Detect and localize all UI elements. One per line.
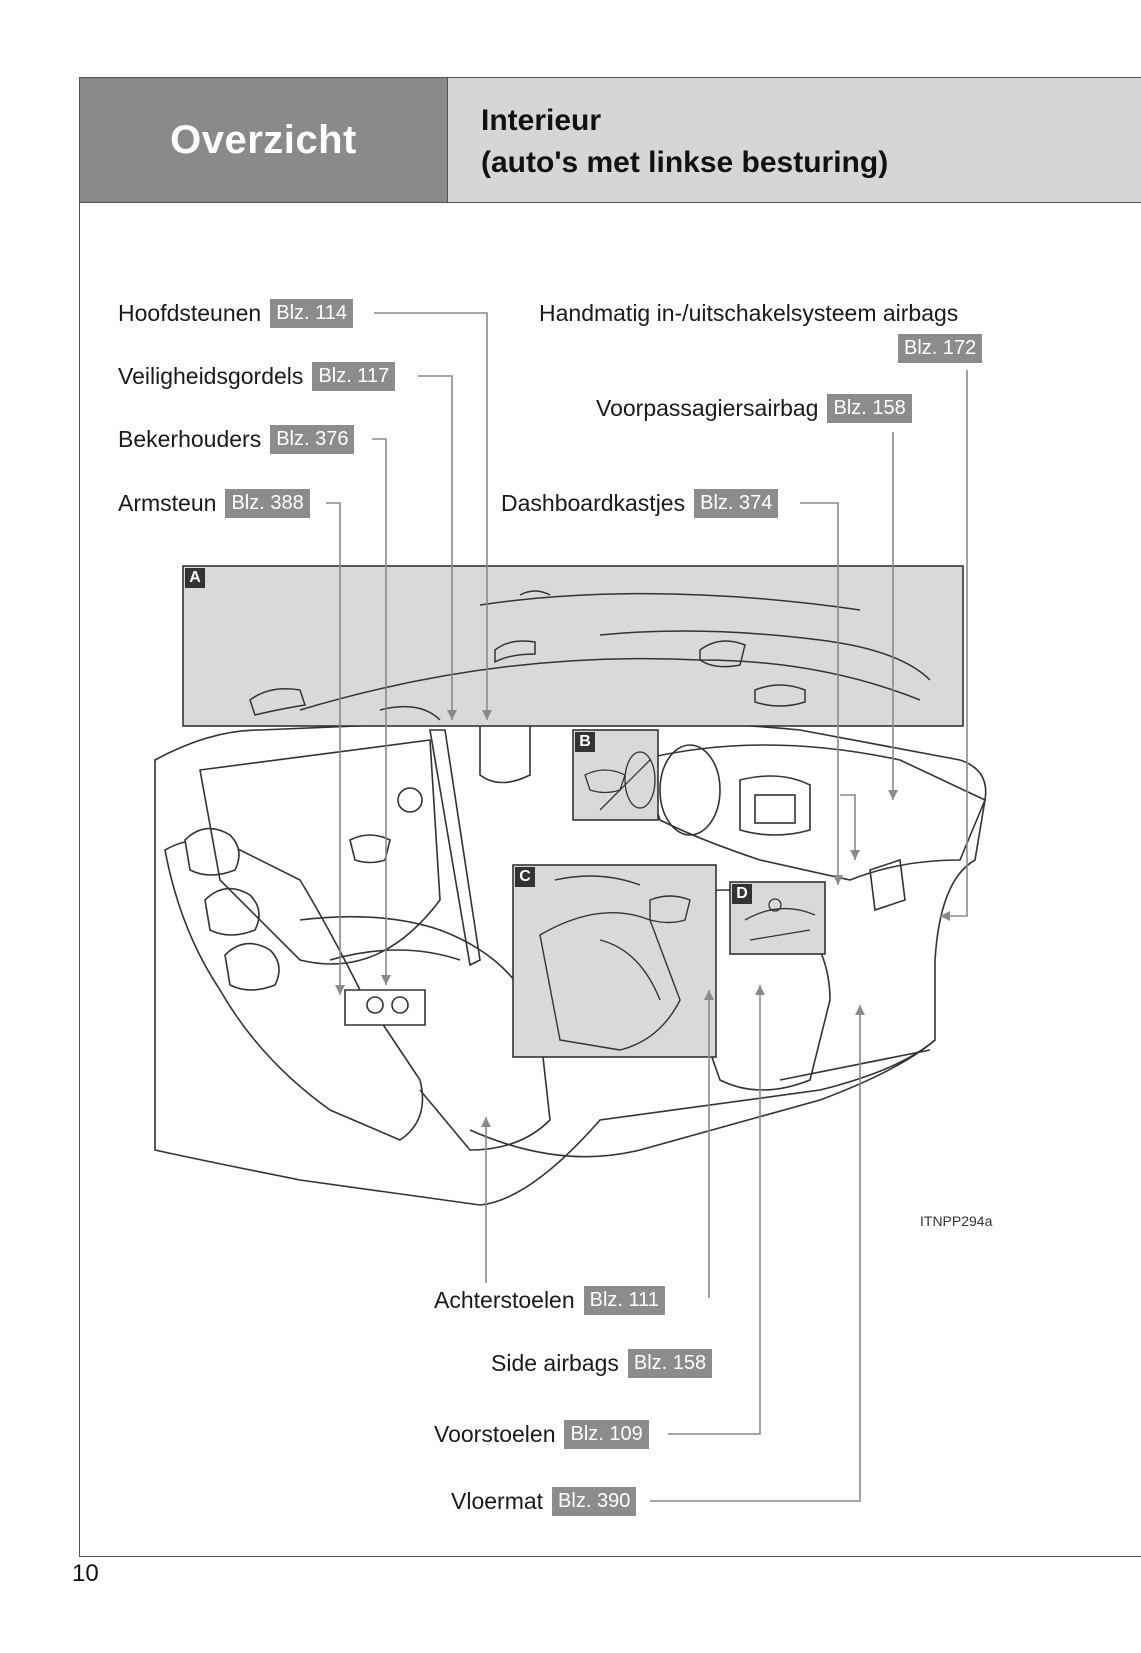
page-ref-badge: Blz. 109 — [564, 1420, 649, 1449]
callout-glove-boxes: Dashboardkastjes Blz. 374 — [501, 489, 779, 518]
figure-code: ITNPP294a — [920, 1213, 993, 1229]
page-ref-badge: Blz. 117 — [312, 362, 396, 391]
callout-label: Voorpassagiersairbag — [596, 395, 819, 421]
callout-label: Side airbags — [491, 1350, 619, 1376]
callout-label: Achterstoelen — [434, 1287, 575, 1313]
page-ref-badge: Blz. 376 — [270, 425, 355, 454]
callout-label: Voorstoelen — [434, 1421, 556, 1447]
page-ref-badge: Blz. 114 — [270, 299, 354, 328]
inset-tag-d: D — [732, 884, 752, 904]
title-line-1: Interieur — [481, 104, 602, 137]
callout-seatbelts: Veiligheidsgordels Blz. 117 — [118, 362, 396, 391]
callout-cupholders: Bekerhouders Blz. 376 — [118, 425, 355, 454]
inset-tag-b: B — [575, 732, 595, 752]
callout-armrest: Armsteun Blz. 388 — [118, 489, 310, 518]
inset-tag-c: C — [515, 867, 535, 887]
callout-label: Vloermat — [451, 1488, 544, 1514]
callout-headrests: Hoofdsteunen Blz. 114 — [118, 299, 354, 328]
callout-label: Bekerhouders — [118, 426, 262, 452]
callout-airbag-switch: Handmatig in-/uitschakelsysteem airbags — [539, 300, 958, 327]
callout-label: Handmatig in-/uitschakelsysteem airbags — [539, 300, 959, 326]
page-ref-badge: Blz. 172 — [898, 334, 983, 363]
callout-rear-seats: Achterstoelen Blz. 111 — [434, 1286, 665, 1315]
page-number: 10 — [72, 1560, 99, 1587]
section-title: Overzicht — [170, 117, 357, 162]
callout-label: Veiligheidsgordels — [118, 363, 304, 389]
callout-side-airbags: Side airbags Blz. 158 — [491, 1349, 713, 1378]
callout-label: Dashboardkastjes — [501, 490, 686, 516]
page-ref-badge: Blz. 390 — [552, 1487, 637, 1516]
callout-label: Hoofdsteunen — [118, 300, 262, 326]
section-header: Overzicht — [79, 77, 447, 203]
callout-front-seats: Voorstoelen Blz. 109 — [434, 1420, 649, 1449]
page-ref-badge: Blz. 158 — [627, 1349, 713, 1378]
title-line-2: (auto's met linkse besturing) — [481, 146, 889, 179]
page-ref-badge: Blz. 111 — [583, 1286, 665, 1315]
page-title: Interieur (auto's met linkse besturing) — [447, 77, 1141, 203]
inset-tag-a: A — [185, 568, 205, 588]
page-ref-badge: Blz. 388 — [225, 489, 310, 518]
callout-passenger-airbag: Voorpassagiersairbag Blz. 158 — [596, 394, 912, 423]
callout-label: Armsteun — [118, 490, 217, 516]
page-ref-badge: Blz. 374 — [694, 489, 779, 518]
page-ref-badge: Blz. 158 — [827, 394, 912, 423]
callout-floor-mat: Vloermat Blz. 390 — [451, 1487, 637, 1516]
